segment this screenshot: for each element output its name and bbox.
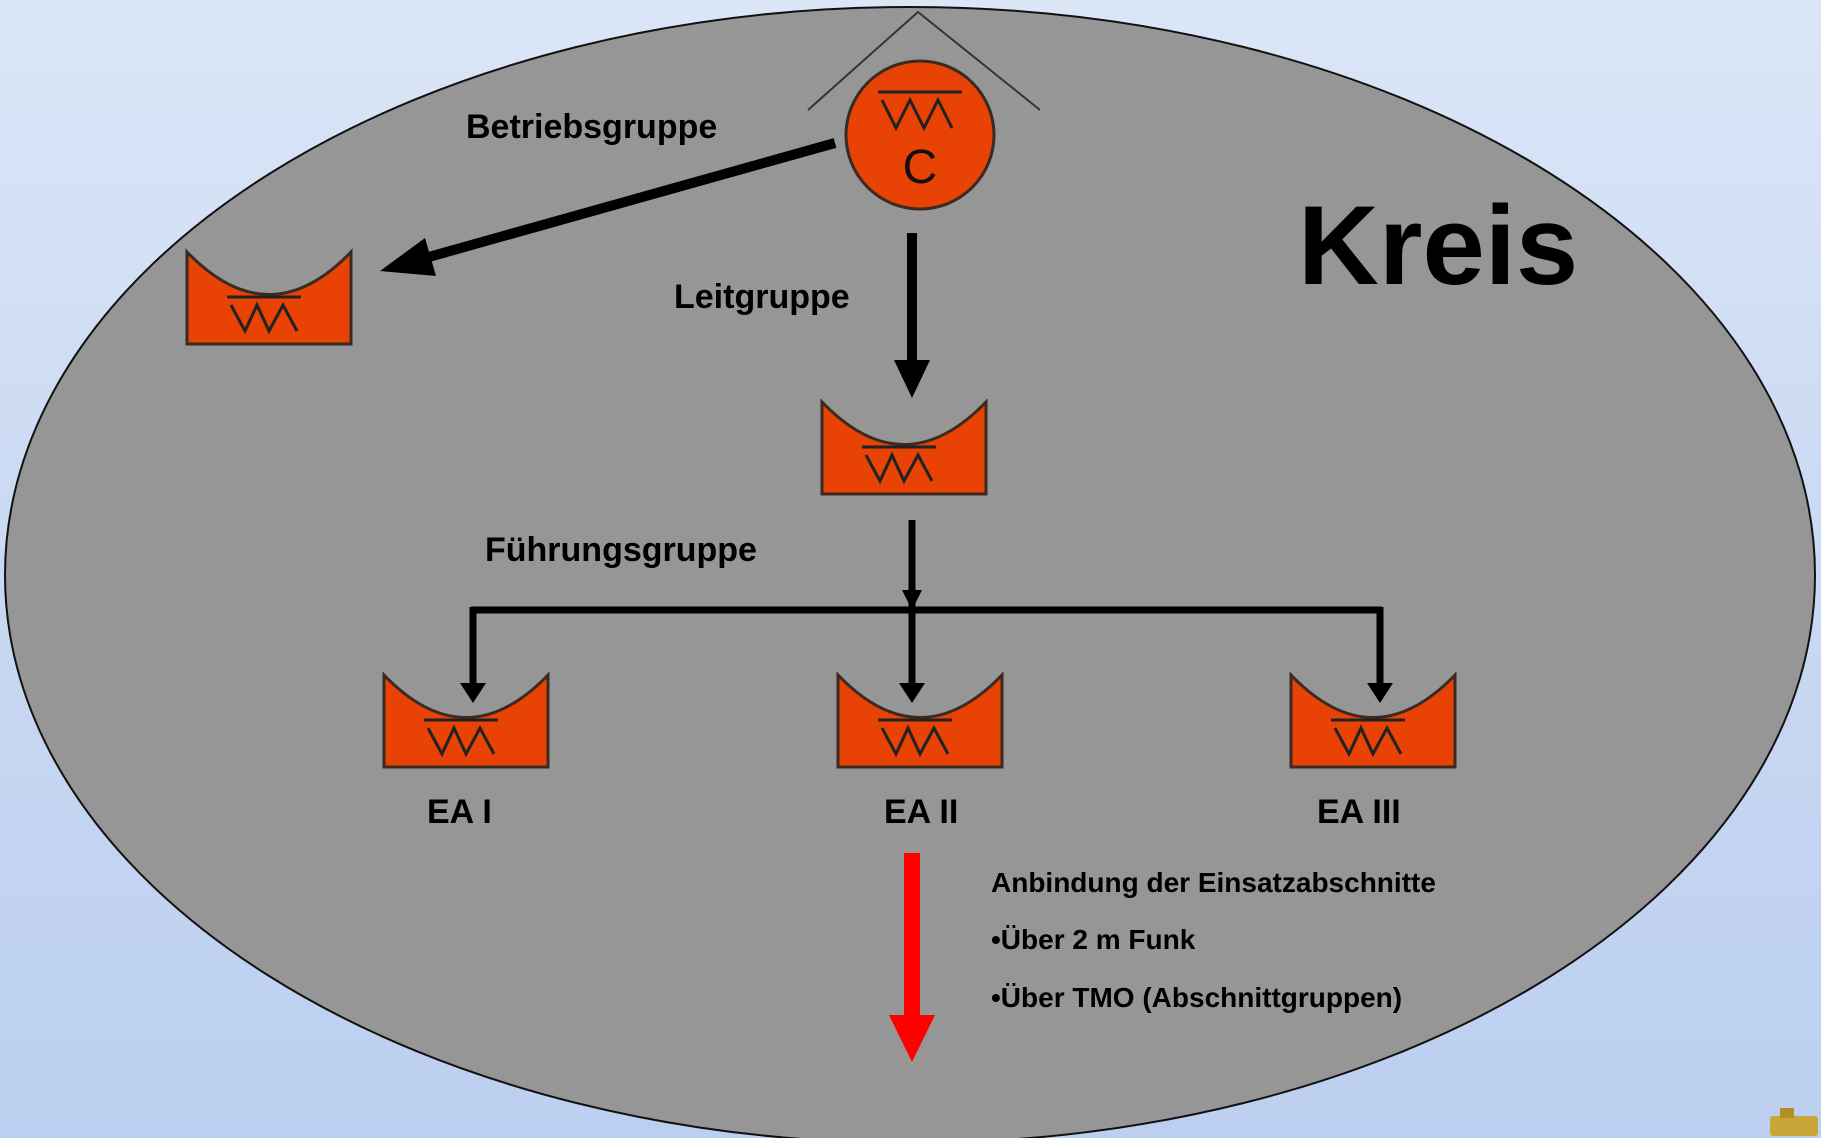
region-label: Kreis (1298, 183, 1579, 308)
command-center-letter: C (903, 141, 938, 194)
fuehrungsgruppe-label: Führungsgruppe (485, 531, 757, 569)
arrow-leitgruppe (894, 233, 930, 398)
emblem-logo (1770, 1108, 1818, 1136)
command-center-symbol: C (844, 59, 996, 211)
down-arrow (889, 853, 935, 1062)
info-heading: Anbindung der Einsatzabschnitte (991, 867, 1436, 898)
fuehrungsgruppe-connector (460, 520, 1393, 703)
section-label-ea-1: EA I (427, 793, 492, 831)
section-label-ea-3: EA III (1317, 793, 1401, 831)
info-item-2m-funk: •Über 2 m Funk (991, 924, 1196, 955)
section-label-ea-2: EA II (884, 793, 959, 831)
roof-symbol (807, 10, 1041, 111)
info-item-tmo: •Über TMO (Abschnittgruppen) (991, 982, 1403, 1013)
arrow-betriebsgruppe (380, 138, 837, 276)
betriebsgruppe-label: Betriebsgruppe (466, 108, 718, 146)
leitgruppe-label: Leitgruppe (674, 278, 850, 316)
